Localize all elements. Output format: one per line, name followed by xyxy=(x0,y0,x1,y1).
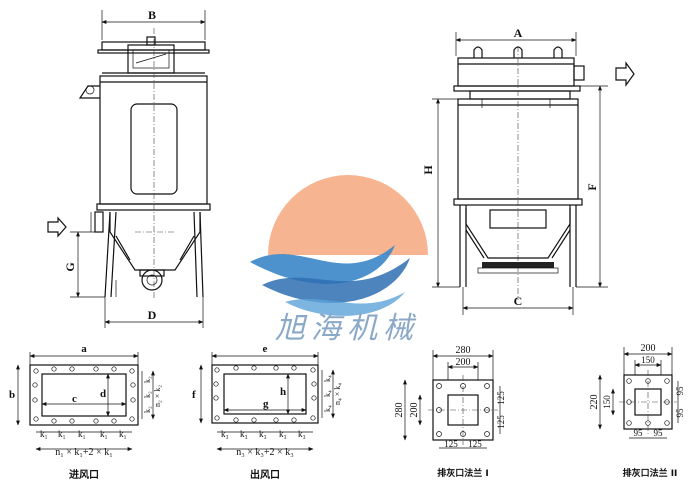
ash-flange-1-detail: 280 200 280 200 125 125 125 125 排灰口法兰 I xyxy=(394,345,506,479)
dim-label-H: H xyxy=(421,165,435,175)
inlet-bottom-formula: n₁ × k₁+2 × k₁ xyxy=(55,447,112,458)
inlet-pitch-5: k₁ xyxy=(119,429,127,439)
dim-label-G: G xyxy=(63,262,77,271)
front-view: B xyxy=(47,8,211,328)
outlet-side-pitch-3: k₄ xyxy=(323,405,332,412)
inlet-bolt-holes xyxy=(32,366,136,424)
inlet-dim-c: c xyxy=(72,393,77,405)
logo-company-name: 旭海机械 xyxy=(275,311,419,346)
ash1-bottom-a: 125 xyxy=(444,439,458,449)
dim-label-A: A xyxy=(514,26,523,40)
inlet-dim-d: d xyxy=(100,388,106,400)
ash1-pitch-a: 125 xyxy=(496,391,506,405)
ash1-side-outer: 280 xyxy=(394,403,405,418)
outlet-bolt-holes xyxy=(213,365,317,423)
ash1-side-inner: 200 xyxy=(409,403,420,418)
ash2-inner: 150 xyxy=(641,355,655,365)
logo-wave-1 xyxy=(250,245,395,284)
dim-label-D: D xyxy=(148,308,157,322)
inlet-side-pitch-3: k₂ xyxy=(143,406,152,413)
ash2-caption: 排灰口法兰 II xyxy=(623,467,678,479)
ash2-side-outer: 220 xyxy=(589,395,600,410)
ash2-side-inner: 150 xyxy=(602,395,612,409)
ash2-bottom-a: 95 xyxy=(634,428,644,438)
logo-wave-2 xyxy=(262,258,410,303)
inlet-side-pitch-1: k₂ xyxy=(143,376,152,383)
inlet-pitch-3: k₁ xyxy=(78,429,86,439)
outlet-side-pitch-2: k₄ xyxy=(323,390,332,397)
ash1-caption: 排灰口法兰 I xyxy=(437,467,488,479)
outlet-pitch-5: k₃ xyxy=(298,429,306,439)
ash-flange-2-detail: 200 150 220 150 95 95 95 95 排灰口法兰 II xyxy=(589,343,685,479)
ash1-outer: 280 xyxy=(456,345,471,356)
inlet-flange-detail: a c d b k₂ k₂ k₂ n₂ × k₂ k₁ k₁ k₁ k₁ k₁ … xyxy=(9,343,162,481)
ash1-bottom-b: 125 xyxy=(468,439,482,449)
watermark-logo: 旭海机械 xyxy=(250,175,428,346)
outlet-pitch-1: k₃ xyxy=(221,429,229,439)
ash2-outer: 200 xyxy=(641,343,656,354)
inlet-pitch-1: k₁ xyxy=(40,429,48,439)
side-view: A H xyxy=(421,26,635,315)
logo-sun xyxy=(268,175,428,255)
inlet-pitch-4: k₁ xyxy=(100,429,108,439)
dim-label-B: B xyxy=(148,8,156,22)
ash2-pitch-b: 95 xyxy=(675,408,685,418)
outlet-dim-e: e xyxy=(263,343,268,355)
ash2-pitch-a: 95 xyxy=(675,386,685,396)
outlet-caption: 出风口 xyxy=(250,468,280,481)
inlet-pitch-2: k₁ xyxy=(58,429,66,439)
inlet-side-formula: n₂ × k₂ xyxy=(153,385,162,407)
ash2-bottom-b: 95 xyxy=(654,428,664,438)
outlet-side-formula: n₄ × k₄ xyxy=(333,383,342,405)
outlet-pitch-3: k₃ xyxy=(259,429,267,439)
outlet-bottom-formula: n₃ × k₃+2 × k₃ xyxy=(236,447,293,458)
ash1-pitch-b: 125 xyxy=(496,415,506,429)
outlet-side-pitch-1: k₄ xyxy=(323,375,332,382)
outlet-dim-h: h xyxy=(280,386,286,398)
inlet-dim-b: b xyxy=(9,389,15,401)
inlet-dim-a: a xyxy=(81,343,87,355)
logo-wave-3 xyxy=(285,292,405,316)
inlet-side-pitch-2: k₂ xyxy=(143,391,152,398)
ash1-bolt-holes xyxy=(436,383,490,437)
dim-label-F: F xyxy=(585,183,599,190)
ash2-bolt-holes xyxy=(626,378,670,426)
outlet-dim-f: f xyxy=(192,389,196,401)
outlet-flange-detail: e g h f k₄ k₄ k₄ n₄ × k₄ k₃ k₃ k₃ k₃ k₃ … xyxy=(192,343,342,481)
dim-label-C: C xyxy=(514,294,523,308)
inlet-caption: 进风口 xyxy=(69,468,99,481)
outlet-pitch-2: k₃ xyxy=(240,429,248,439)
ash1-inner: 200 xyxy=(456,357,471,368)
outlet-dim-g: g xyxy=(263,398,269,410)
outlet-pitch-4: k₃ xyxy=(279,429,287,439)
